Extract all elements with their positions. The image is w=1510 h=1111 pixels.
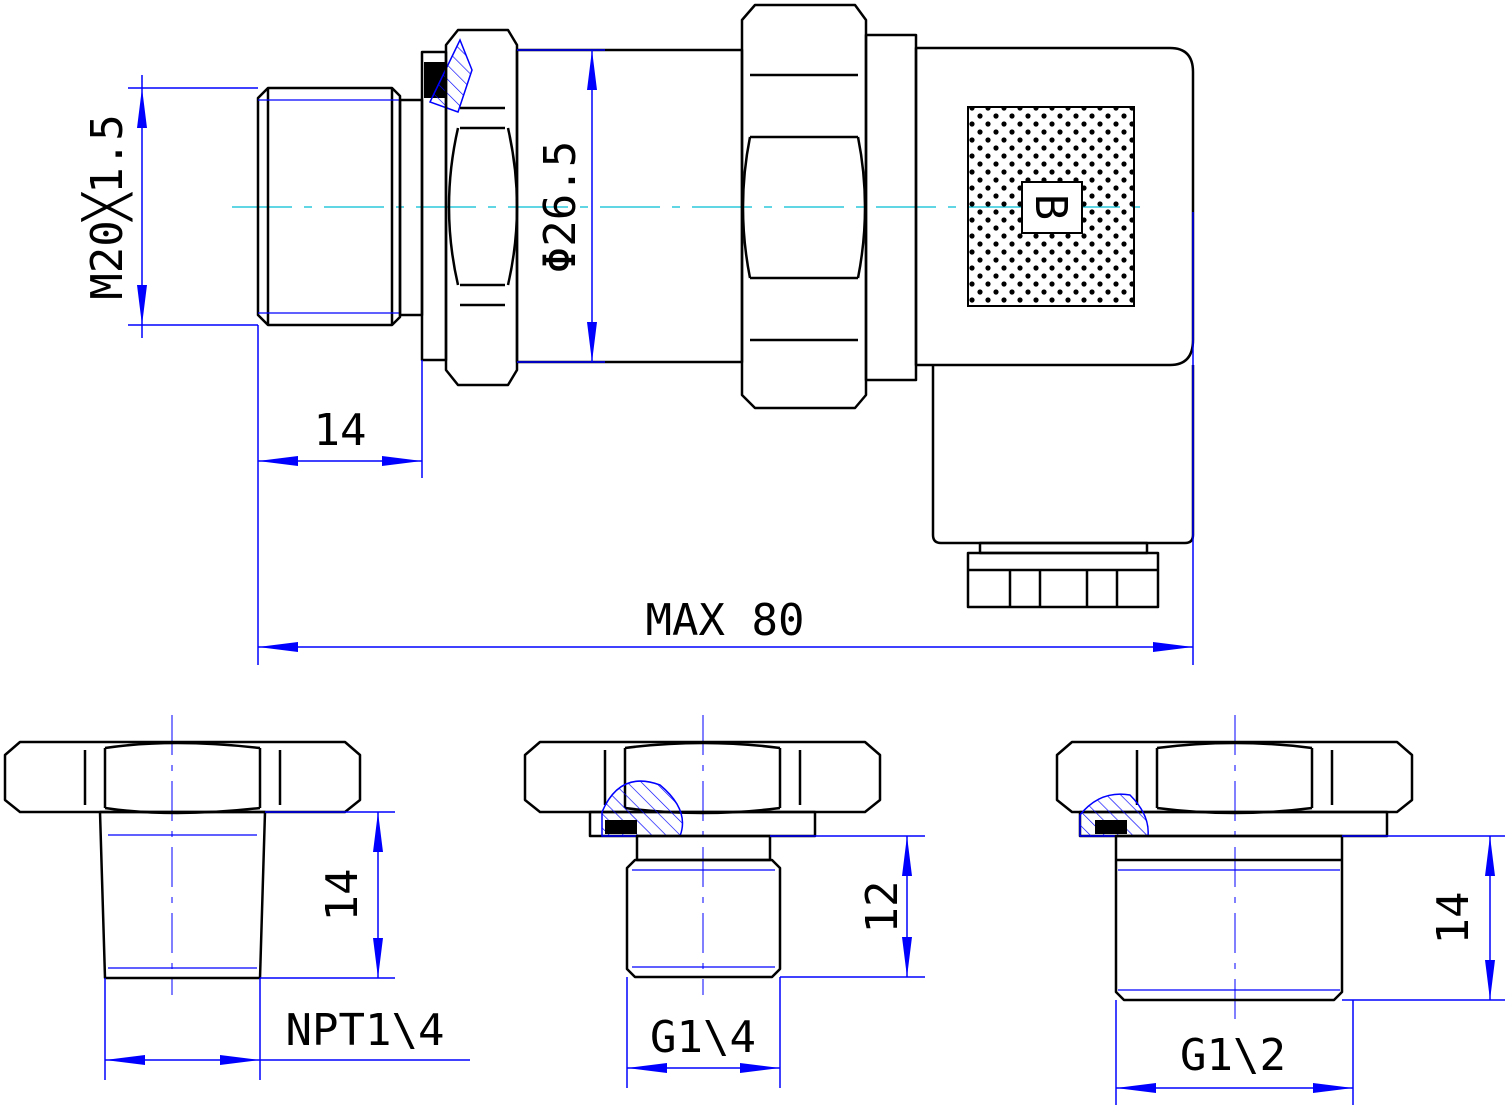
fitting-npt-1-4: 14 NPT1\4: [3, 715, 470, 1080]
fitting-1-length-label: 14: [317, 869, 368, 922]
fitting-2-thread-label: G1\4: [650, 1012, 756, 1063]
fitting-1-thread-label: NPT1\4: [286, 1005, 445, 1056]
diameter-dimension-label: Φ26.5: [535, 141, 586, 273]
thread-length-label: 14: [314, 405, 367, 456]
cable-gland: [966, 551, 1160, 609]
fitting-2-length-label: 12: [857, 881, 908, 934]
sensor-side-view: B: [232, 3, 1195, 609]
small-hex-nut: [444, 28, 519, 387]
fitting-g-1-4: 12 G1\4: [523, 715, 925, 1088]
large-hex-nut: [740, 3, 868, 410]
fitting-3-thread-label: G1\2: [1180, 1030, 1286, 1081]
connector-mark: B: [1025, 194, 1076, 221]
thread-dimension-label: M20╳1.5: [81, 114, 133, 299]
main-dimensions: M20╳1.5 Φ26.5 14 MAX 80: [81, 49, 1194, 665]
fitting-g-1-2: 14 G1\2: [1055, 715, 1505, 1105]
fitting-3-length-label: 14: [1428, 892, 1479, 945]
overall-length-label: MAX 80: [646, 595, 805, 646]
